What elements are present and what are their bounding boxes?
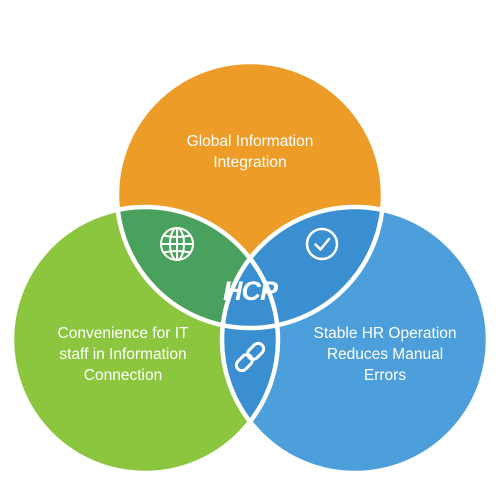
label-left-line-1: Convenience for IT: [57, 325, 189, 342]
label-left-line-3: Connection: [83, 367, 163, 384]
label-stable-hr-operation: Stable HR Operation Reduces Manual Error…: [290, 323, 480, 386]
label-left-line-2: staff in Information: [59, 346, 187, 363]
overlap-top-left: [117, 207, 278, 328]
label-global-information-integration: Global Information Integration: [150, 131, 350, 173]
center-logo: HCP: [223, 276, 279, 306]
label-top-line-1: Global Information: [186, 133, 314, 150]
outline-top: [114, 59, 386, 331]
link-icon: [234, 341, 266, 373]
label-top-line-2: Integration: [213, 154, 287, 171]
label-right-line-3: Errors: [363, 367, 407, 384]
overlap-top-right: [222, 207, 383, 328]
outline-right: [219, 204, 491, 476]
label-right-line-2: Reduces Manual: [326, 346, 444, 363]
globe-icon: [160, 227, 194, 261]
outline-left: [9, 204, 281, 476]
label-right-line-1: Stable HR Operation: [313, 325, 457, 342]
label-convenience-for-it-staff: Convenience for IT staff in Information …: [30, 323, 216, 386]
check-circle-icon: [305, 227, 339, 261]
